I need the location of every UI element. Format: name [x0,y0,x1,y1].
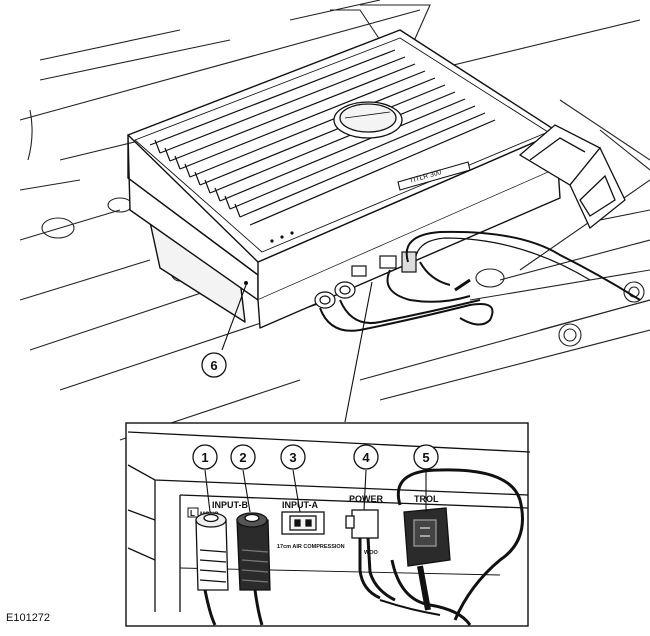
callout-5: 5 [413,444,439,512]
callout-6: 6 [201,284,247,378]
input-a-socket [281,511,325,535]
cable-harness [319,230,641,332]
callout-1: 1 [192,444,218,513]
callout-3: 3 [280,444,306,513]
callout-5-label: 5 [422,450,429,465]
power-label: POWER [349,494,384,504]
mounting-strap [518,124,626,230]
compression-label: 17cm AIR COMPRESSION [277,544,345,550]
callout-3-label: 3 [289,450,296,465]
logo-disc [333,101,403,139]
callout-2: 2 [230,444,256,513]
l-mark: L [190,509,195,518]
inset-panel: L MONO INPUT-B INPUT-A POWER TROL 17cm A… [125,422,531,627]
rca-plug-right [236,512,271,626]
control-cable-loop [379,468,524,626]
leader-point [244,281,248,285]
power-plug [345,509,396,602]
vehicle-floor [19,0,650,441]
input-b-label: INPUT-B [212,500,249,510]
inset-leader [344,281,373,423]
woofer-label: WOO [364,550,378,556]
amp-connectors [314,251,417,309]
callout-4: 4 [353,444,379,511]
input-a-label: INPUT-A [282,500,319,510]
amplifier-unit [127,29,561,329]
control-plug [403,507,451,611]
figure-code: E101272 [6,612,51,624]
callout-6-label: 6 [210,358,217,373]
callout-1-label: 1 [201,450,208,465]
rca-plug-left [195,512,229,626]
callout-2-label: 2 [239,450,246,465]
status-leds [270,231,294,243]
heatsink-fins [149,49,496,226]
callout-4-label: 4 [362,450,370,465]
